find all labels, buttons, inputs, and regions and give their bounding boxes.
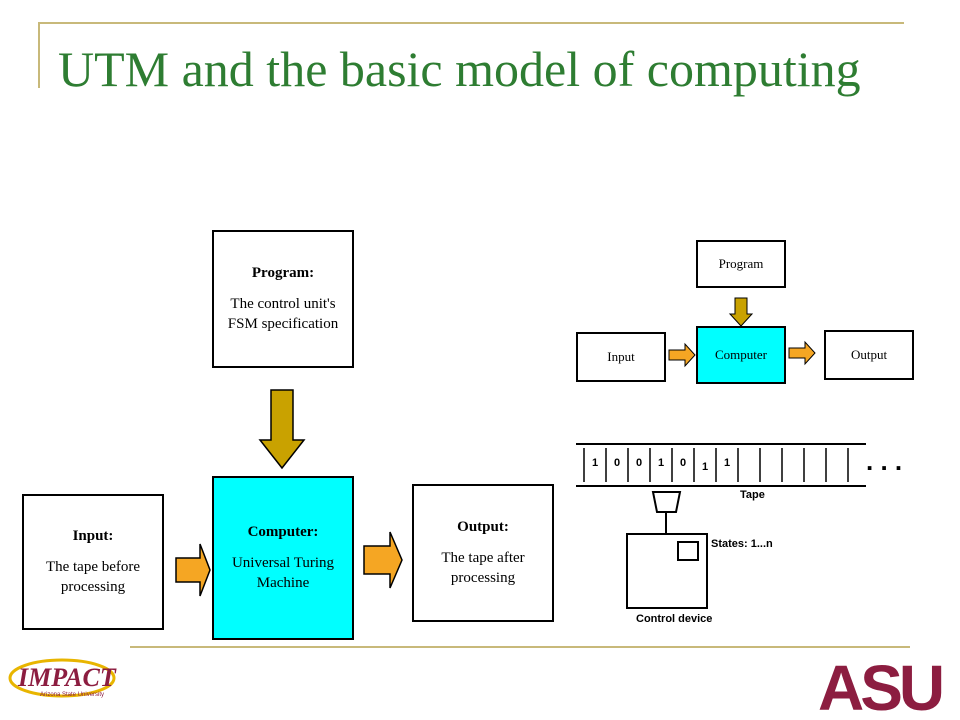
tape-cell-value: 1: [658, 457, 664, 469]
program-box: Program: The control unit's FSM specific…: [212, 230, 354, 368]
mini-computer-label: Computer: [715, 347, 767, 362]
tape-cell-value: 0: [680, 457, 686, 469]
mini-input-box: Input: [576, 332, 666, 382]
tape-label: Tape: [740, 489, 765, 501]
mini-input-arrow-icon: [668, 342, 696, 368]
impact-logo-subtext: Arizona State University: [40, 692, 104, 698]
mini-program-box: Program: [696, 240, 786, 288]
program-arrow-icon: [258, 389, 306, 470]
output-arrow-icon: [363, 531, 403, 589]
tape-cell-value: 0: [636, 457, 642, 469]
input-text: The tape before processing: [45, 558, 141, 595]
tape-cell-value: 1: [702, 461, 708, 473]
slide-title: UTM and the basic model of computing: [58, 41, 861, 97]
control-device-label: Control device: [636, 613, 712, 625]
mini-program-arrow-icon: [728, 297, 754, 327]
tape-head-icon: [651, 491, 682, 513]
input-heading: Input:: [72, 527, 114, 544]
computer-heading: Computer:: [247, 523, 319, 540]
asu-logo-text: ASU: [818, 652, 942, 720]
tape-ellipsis: . . .: [866, 446, 902, 476]
output-text: The tape after processing: [441, 549, 525, 586]
tape-cell-value: 0: [614, 457, 620, 469]
impact-logo: IMPACT Arizona State University: [8, 658, 117, 698]
program-text: The control unit's FSM specification: [227, 295, 339, 332]
tape: 1 0 0 1 0 1 1: [583, 448, 849, 482]
mini-input-label: Input: [607, 349, 635, 364]
impact-logo-text: IMPACT: [17, 663, 117, 692]
frame-bottom-rule: [130, 646, 910, 648]
asu-logo: ASU: [818, 652, 946, 720]
output-box: Output: The tape after processing: [412, 484, 554, 622]
state-register-box: [677, 541, 699, 561]
tape-cell-value: 1: [592, 457, 598, 469]
mini-computer-box: Computer: [696, 326, 786, 384]
frame-left-rule: [38, 22, 40, 88]
mini-output-arrow-icon: [788, 340, 816, 366]
mini-output-label: Output: [850, 347, 888, 362]
frame-top-rule: [38, 22, 904, 24]
computer-text: Universal Turing Machine: [231, 554, 335, 591]
mini-program-label: Program: [718, 256, 764, 271]
program-heading: Program:: [251, 264, 315, 281]
input-arrow-icon: [175, 543, 211, 597]
tape-cell-value: 1: [724, 457, 730, 469]
input-box: Input: The tape before processing: [22, 494, 164, 630]
states-label: States: 1...n: [711, 538, 773, 550]
output-heading: Output:: [457, 518, 509, 535]
computer-box: Computer: Universal Turing Machine: [212, 476, 354, 640]
mini-output-box: Output: [824, 330, 914, 380]
